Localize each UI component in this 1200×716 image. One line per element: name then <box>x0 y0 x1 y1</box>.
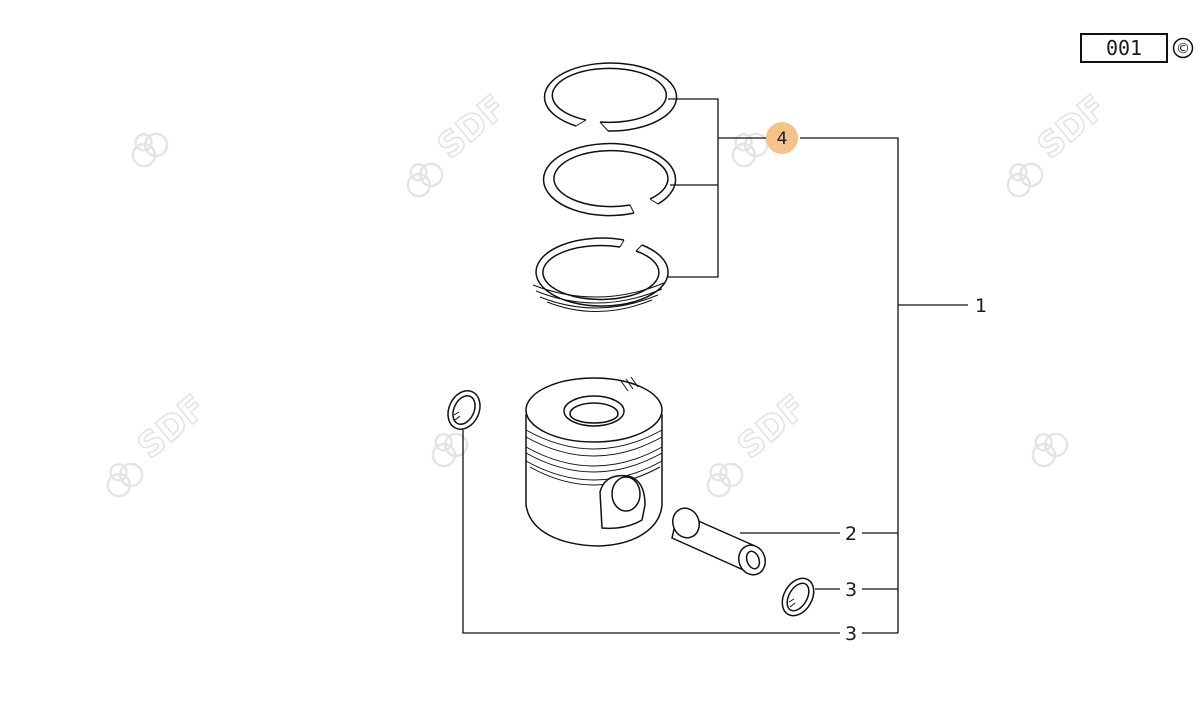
callout-1[interactable]: 1 <box>975 295 987 317</box>
watermark-logo-icon <box>706 462 744 498</box>
watermark-text: SDF <box>130 387 214 466</box>
watermark-logo-icon <box>1006 162 1044 198</box>
watermark-text: SDF <box>730 387 814 466</box>
watermark-logo-icon <box>731 132 769 168</box>
snap-ring-right <box>781 577 815 617</box>
watermark-text: SDF <box>1030 87 1114 166</box>
copyright-symbol: © <box>1176 41 1190 57</box>
watermark-logo-icon <box>131 132 169 168</box>
piston-pin <box>671 507 766 576</box>
callout-3-right[interactable]: 3 <box>845 579 857 601</box>
callout-2[interactable]: 2 <box>845 523 857 545</box>
page-code-box: 001 <box>1080 33 1168 63</box>
watermark-logo-icon <box>431 432 469 468</box>
copyright-mark: © <box>1172 37 1194 59</box>
leader-lines <box>462 98 968 634</box>
watermark-logo-icon <box>406 162 444 198</box>
callout-number: 4 <box>777 129 788 149</box>
piston-ring-top <box>543 62 678 132</box>
callout-highlight <box>766 122 798 154</box>
piston-ring-oil <box>532 237 669 313</box>
callout-3-left[interactable]: 3 <box>845 623 857 645</box>
watermark-logo-icon <box>1031 432 1069 468</box>
piston-ring-middle <box>542 142 677 217</box>
watermark-text: SDF <box>430 87 514 166</box>
page-code: 001 <box>1106 36 1142 60</box>
callout-4[interactable]: 4 <box>766 122 798 154</box>
watermark-logo-icon <box>106 462 144 498</box>
piston <box>525 376 663 547</box>
snap-ring-left <box>447 390 481 430</box>
